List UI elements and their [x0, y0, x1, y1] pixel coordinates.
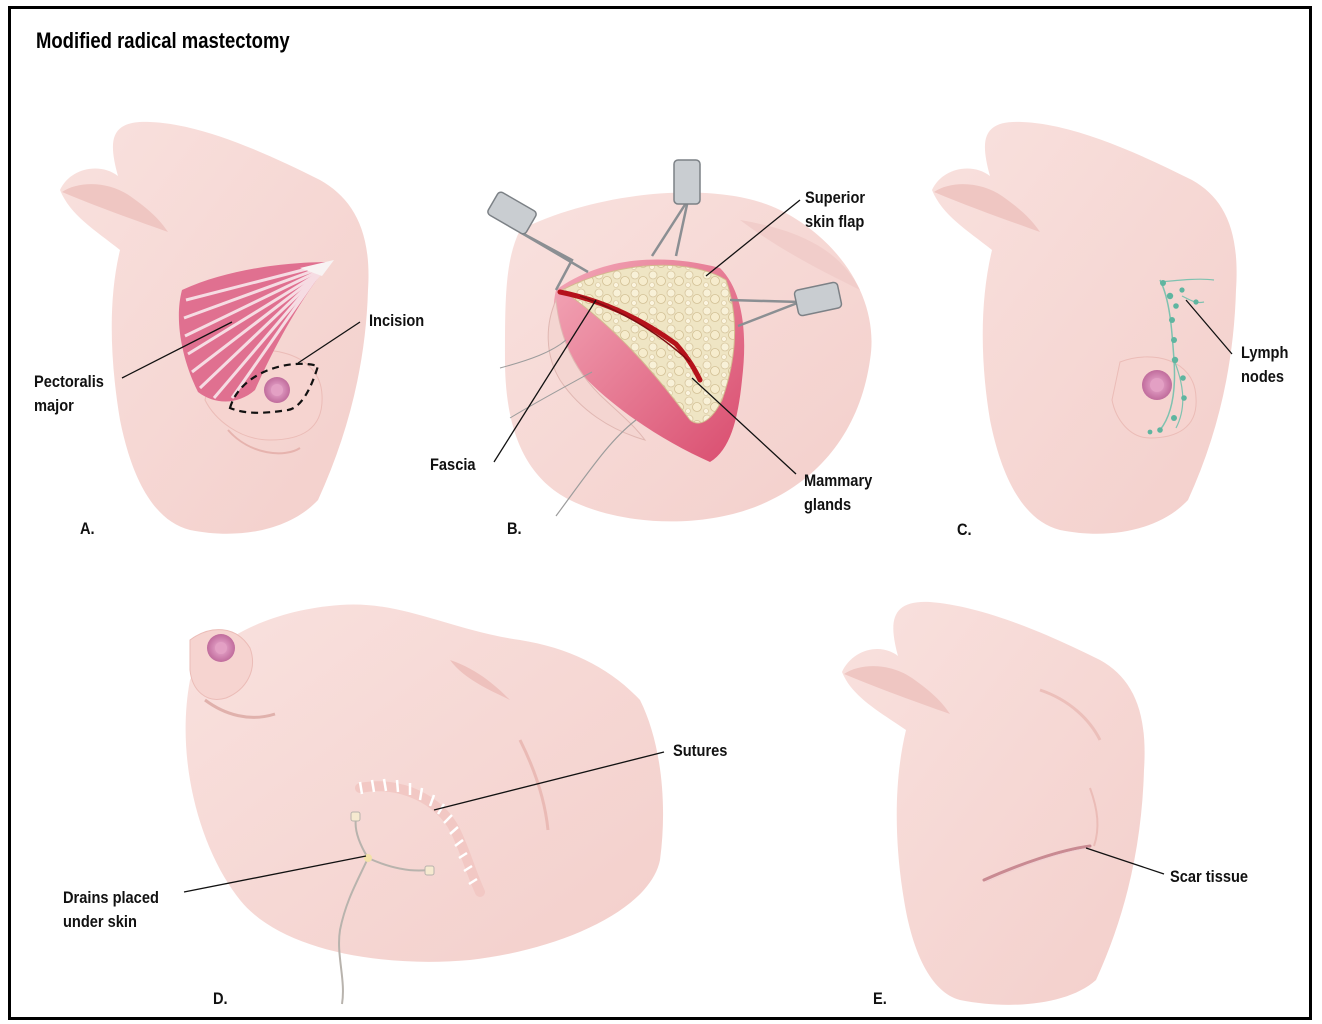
superior-flap-label-line1: Superior	[805, 186, 865, 210]
figure-title: Modified radical mastectomy	[36, 28, 290, 54]
superior-flap-label-line2: skin flap	[805, 210, 864, 234]
panel-e-letter: E.	[873, 987, 887, 1011]
panel-d-body	[186, 604, 663, 961]
panel-d-illustration	[184, 604, 664, 1004]
pectoralis-label-line2: major	[34, 394, 74, 418]
pectoralis-label-line1: Pectoralis	[34, 370, 104, 394]
panel-c-letter: C.	[957, 518, 972, 542]
fascia-label: Fascia	[430, 453, 476, 477]
lymph-nodes-label-line2: nodes	[1241, 365, 1284, 389]
panel-b-letter: B.	[507, 517, 522, 541]
lymph-nodes-label-line1: Lymph	[1241, 341, 1288, 365]
mammary-label-line1: Mammary	[804, 469, 872, 493]
panel-c-torso	[932, 122, 1237, 534]
incision-label: Incision	[369, 309, 424, 333]
sutures-label: Sutures	[673, 739, 727, 763]
panel-a-illustration	[60, 122, 369, 534]
panel-c-illustration	[932, 122, 1237, 534]
drains-label-line2: under skin	[63, 910, 137, 934]
drains-label-line1: Drains placed	[63, 886, 159, 910]
panel-e-illustration	[842, 602, 1164, 1005]
mammary-label-line2: glands	[804, 493, 851, 517]
scar-tissue-label: Scar tissue	[1170, 865, 1248, 889]
panel-d-letter: D.	[213, 987, 228, 1011]
panel-a-letter: A.	[80, 517, 95, 541]
panel-e-torso	[842, 602, 1145, 1005]
